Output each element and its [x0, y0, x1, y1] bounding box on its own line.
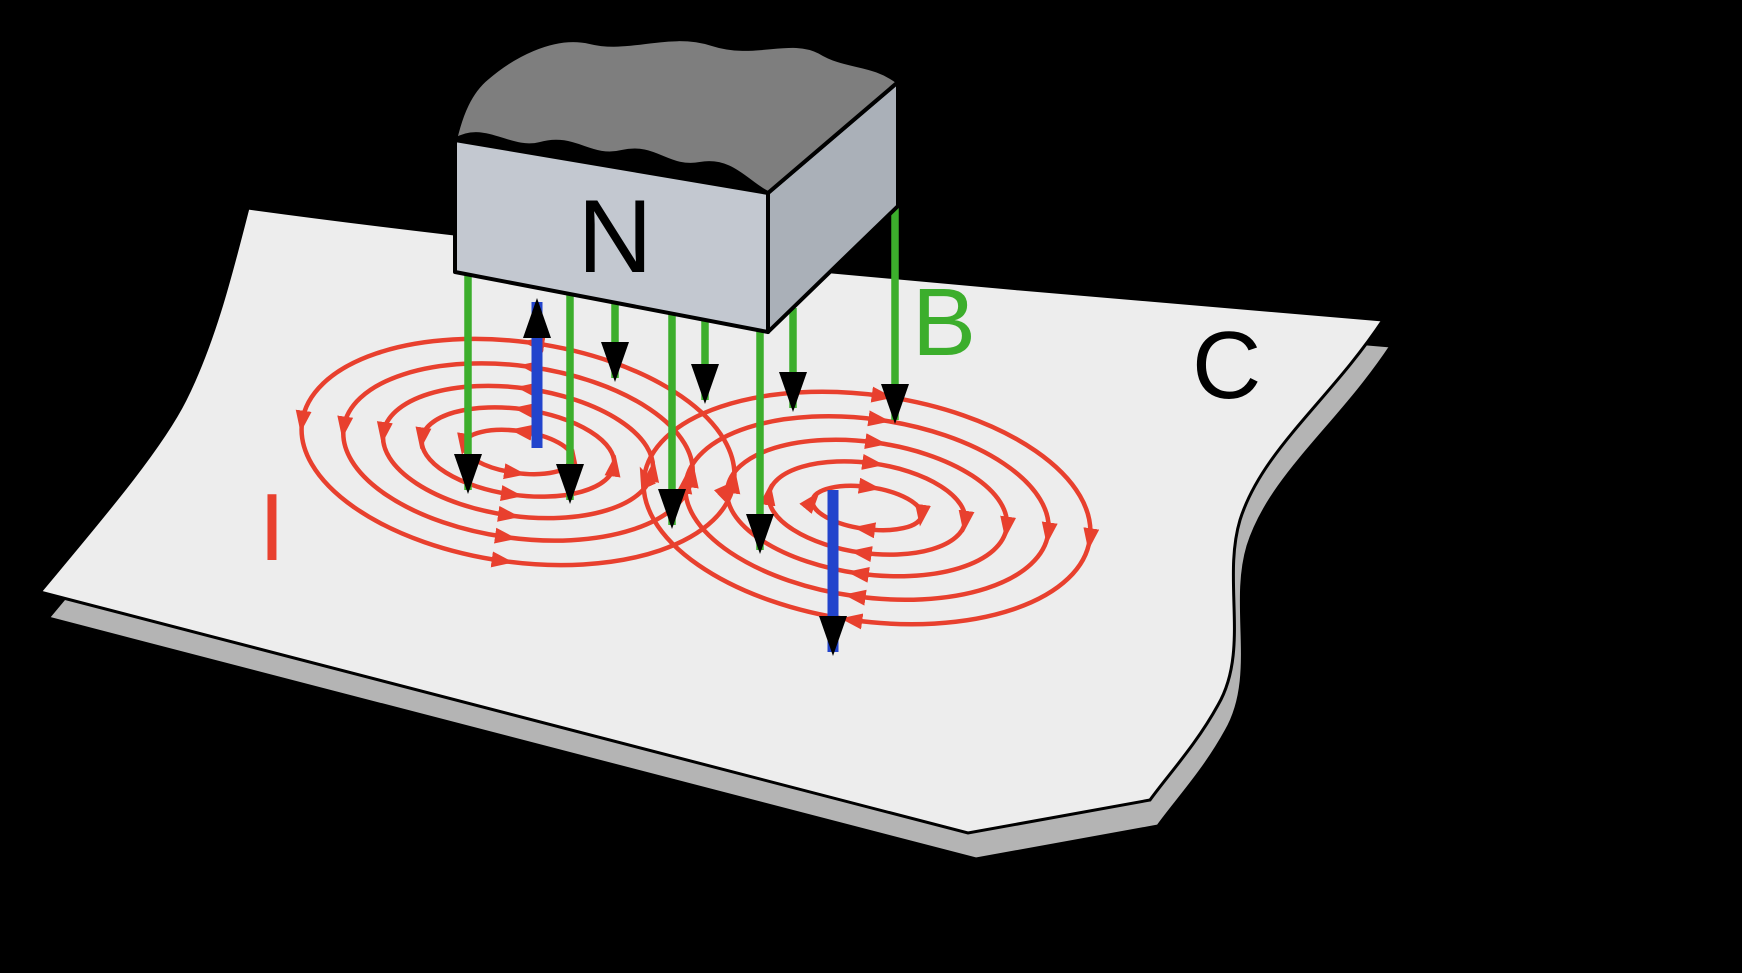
label-magnet-pole-n: N — [577, 179, 652, 295]
label-current-i: I — [259, 474, 286, 581]
label-sheet-c: C — [1192, 312, 1261, 419]
eddy-current-loop — [374, 370, 656, 535]
label-field-b: B — [912, 269, 976, 376]
eddy-current-loop — [673, 414, 1060, 621]
eddy-current-loop — [461, 424, 575, 481]
eddy-current-loop — [416, 405, 620, 508]
eddy-current-loops-left — [287, 313, 737, 592]
magnetic-field-lines — [454, 208, 909, 554]
eddy-current-loop — [810, 480, 925, 537]
magnet-front-face — [453, 138, 770, 334]
eddy-current-loop — [763, 459, 972, 567]
labels: N B C I — [259, 179, 1262, 581]
force-arrows — [523, 298, 847, 656]
eddy-current-loops-right — [641, 365, 1105, 651]
magnet-top-broken-surface — [453, 37, 900, 195]
magnet — [453, 37, 900, 334]
eddy-current-loop — [287, 313, 737, 592]
